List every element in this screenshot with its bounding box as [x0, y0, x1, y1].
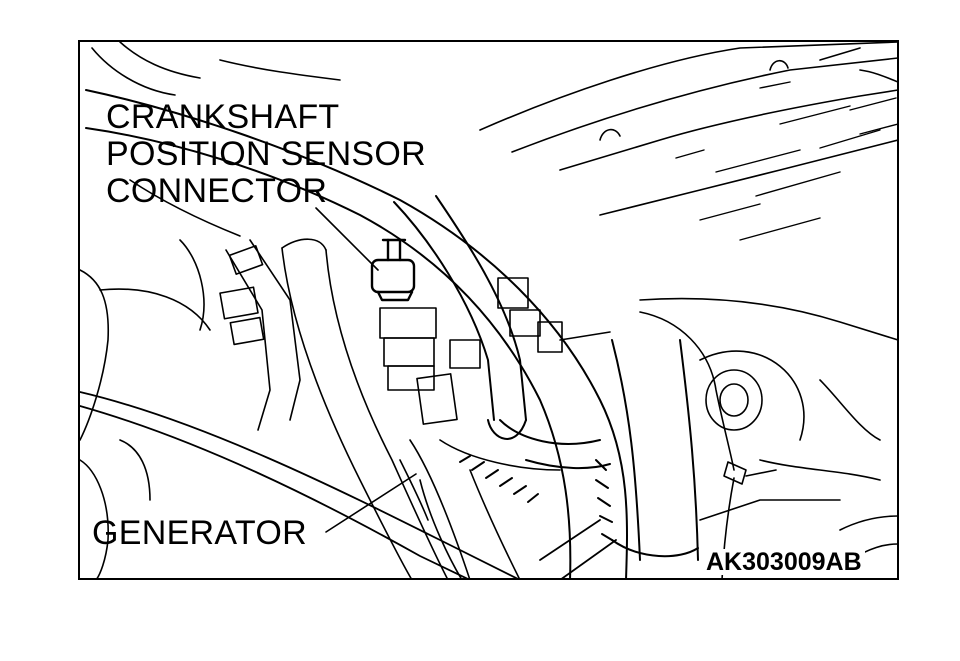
leader-lines	[315, 207, 417, 533]
lower-left-component	[79, 439, 151, 579]
center-pipe	[393, 195, 611, 470]
right-vertical-hose	[611, 339, 699, 561]
left-vertical-hose	[281, 238, 449, 579]
figure-code: AK303009AB	[703, 549, 865, 575]
harness-connectors	[379, 277, 611, 425]
crankshaft-sensor-label-line2: POSITION SENSOR	[106, 135, 426, 173]
upper-left-hoses	[79, 41, 341, 441]
left-connector-blocks	[219, 245, 265, 346]
generator-label: GENERATOR	[92, 514, 307, 552]
crankshaft-sensor-label-line3: CONNECTOR	[106, 172, 328, 210]
figure-frame	[78, 40, 899, 580]
belt-lines	[79, 391, 617, 579]
generator-fins	[459, 455, 613, 541]
cover-hooks	[599, 59, 789, 141]
intake-manifold-outline	[479, 41, 898, 341]
main-curved-hose	[85, 89, 628, 579]
pulley-bolt	[699, 350, 881, 481]
cover-ribs	[675, 81, 898, 241]
crankshaft-sensor-label-line1: CRANKSHAFT	[106, 98, 340, 136]
generator-body	[399, 439, 561, 579]
crankshaft-sensor-connector	[370, 238, 416, 302]
